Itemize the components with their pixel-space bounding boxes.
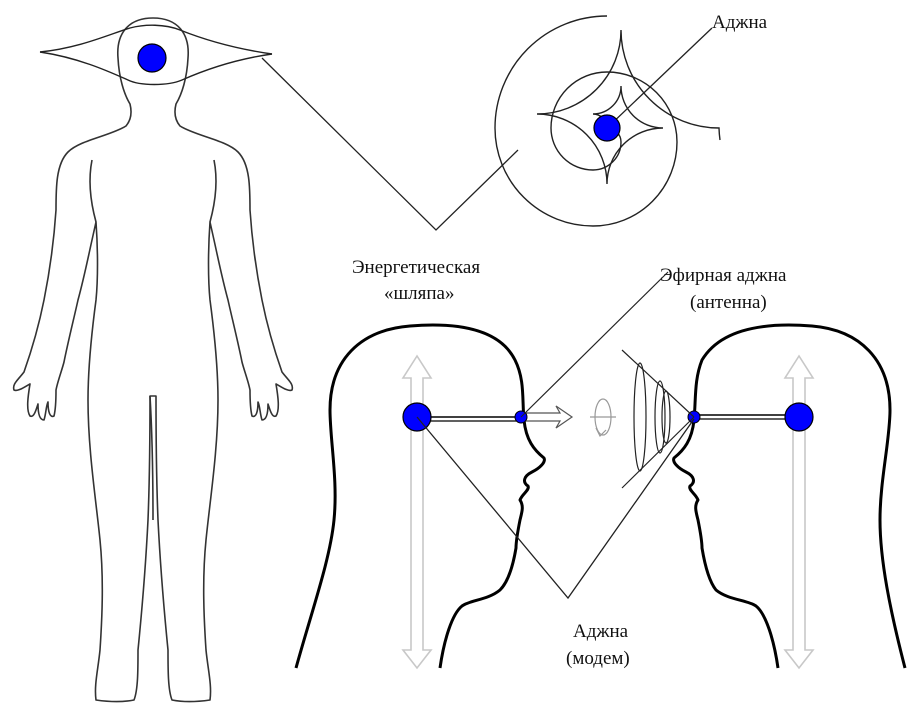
leg-gap [150, 396, 153, 520]
label-energy-hat-line2: «шляпа» [384, 283, 454, 305]
reception-cone [622, 350, 694, 488]
label-ajna-modem-line1: Аджна [573, 621, 628, 643]
label-ajna-modem-line2: (модем) [566, 648, 630, 670]
head-ajna-dot [138, 44, 166, 72]
cone-ring-1 [634, 363, 646, 471]
label-ether-ajna-line2: (антенна) [690, 292, 767, 314]
cone-bottom-edge [622, 417, 694, 488]
spiral-arm-a [495, 16, 677, 226]
cone-ring-2 [655, 381, 665, 453]
torso-left-line [90, 160, 96, 222]
body-outline [14, 18, 293, 702]
right-modem-link [688, 356, 813, 668]
spiral-ajna-dot [594, 115, 620, 141]
ajna-top-pointer [607, 28, 712, 128]
left-modem-link [403, 356, 572, 668]
label-ether-ajna-line1: Эфирная аджна [660, 265, 786, 287]
torso-right-line [210, 160, 216, 222]
cone-ring-3 [662, 391, 670, 443]
modem-pointer [417, 417, 694, 598]
energy-hat-pointer [262, 58, 518, 230]
outgoing-arrow [524, 406, 572, 428]
right-ajna-dot [785, 403, 813, 431]
label-energy-hat-line1: Энергетическая [352, 257, 480, 279]
human-figure [14, 18, 293, 702]
label-ajna-top: Аджна [712, 12, 767, 34]
rotation-symbol [590, 399, 616, 436]
